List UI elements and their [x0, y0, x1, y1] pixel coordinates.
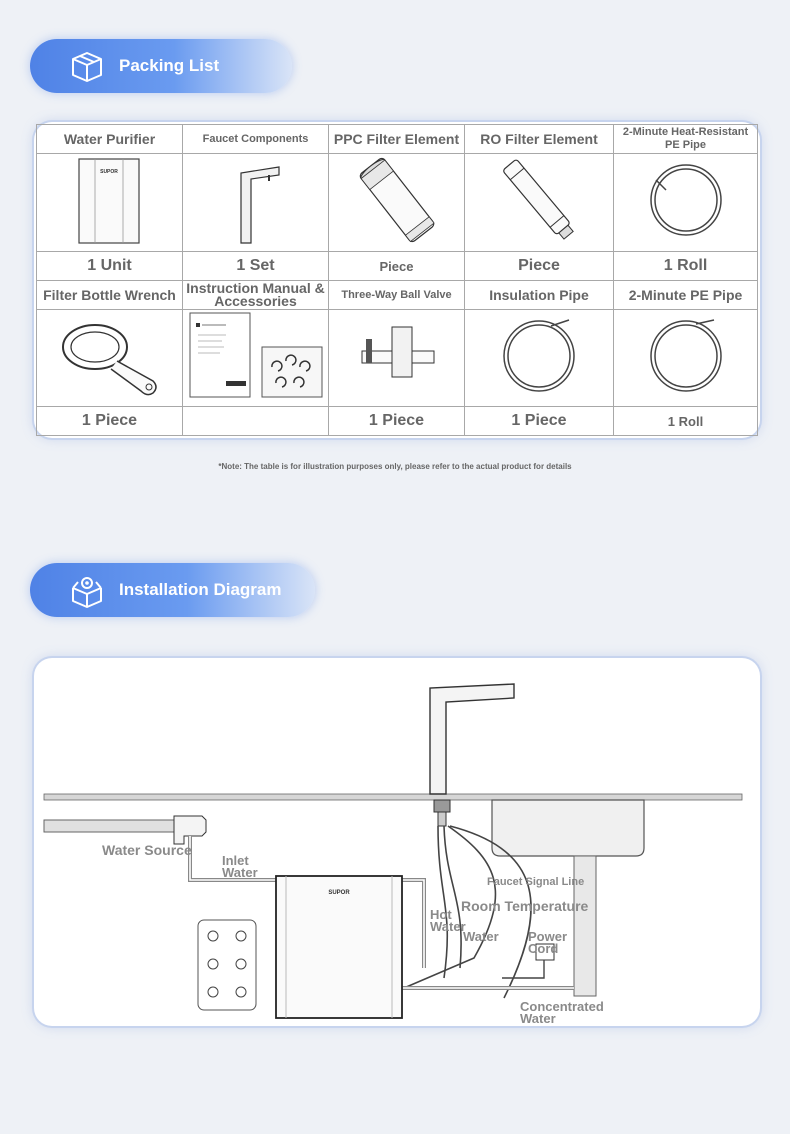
- faucet-base: [433, 799, 451, 813]
- purifier-icon: SUPOR: [77, 158, 140, 244]
- pe-pipe-2-image: [613, 309, 758, 407]
- packing-header-cell: 2-Minute Heat-Resistant PE Pipe: [613, 124, 758, 154]
- purifier-unit: [275, 875, 403, 1019]
- faucet-drawing: [429, 683, 515, 795]
- port-panel: [197, 919, 257, 1011]
- box-icon: [72, 52, 102, 82]
- manual-icon: [189, 312, 322, 397]
- countertop: [43, 793, 743, 801]
- qty-cell: 1 Roll: [613, 251, 758, 281]
- packing-header-cell: Filter Bottle Wrench: [36, 280, 183, 310]
- label-concentrated-water: Concentrated Water: [520, 999, 630, 1026]
- qty-cell: Piece: [328, 251, 465, 281]
- power-cord-text: Power Cord: [528, 929, 568, 956]
- pipe-coil-icon: [503, 318, 575, 392]
- packing-header-cell: Three-Way Ball Valve: [328, 280, 465, 310]
- sink: [491, 799, 645, 857]
- wrench-image: [36, 309, 183, 407]
- ro-filter-image: [464, 153, 614, 252]
- packing-header-cell: PPC Filter Element: [328, 124, 465, 154]
- label-room-temperature-water: Water: [463, 929, 499, 944]
- installation-card: SUPOR: [34, 658, 760, 1026]
- hot-water-text: Hot Water: [430, 907, 466, 934]
- installation-diagram: SUPOR: [43, 683, 743, 1019]
- purifier-brand: SUPOR: [100, 169, 118, 175]
- manual-image: [182, 309, 329, 407]
- power-outlet: [535, 943, 555, 961]
- qty-cell: 1 Piece: [328, 406, 465, 436]
- label-faucet-signal: Faucet Signal Line: [487, 876, 585, 888]
- source-valve: [173, 815, 207, 845]
- drain-pipe: [573, 855, 597, 997]
- label-room-temperature: Room Temperature: [461, 898, 589, 914]
- ppc-filter-icon: [359, 157, 435, 243]
- packing-header-cell: Insulation Pipe: [464, 280, 614, 310]
- pipe-coil-icon: [649, 318, 722, 392]
- packing-header-cell: 2-Minute PE Pipe: [613, 280, 758, 310]
- water-source-pipe: [43, 819, 175, 833]
- qty-cell: 1 Set: [182, 251, 329, 281]
- qty-cell: 1 Roll: [613, 406, 758, 436]
- concentrated-water-text: Concentrated Water: [520, 999, 604, 1026]
- qty-cell: 1 Piece: [464, 406, 614, 436]
- label-hot-water: Hot Water: [430, 907, 470, 934]
- packing-list-header: Packing List: [30, 39, 292, 93]
- insulation-pipe-image: [464, 309, 614, 407]
- installation-title: Installation Diagram: [119, 580, 282, 599]
- faucet-image: [182, 153, 329, 252]
- faucet-stem: [437, 811, 447, 827]
- ro-filter-icon: [503, 159, 574, 240]
- water-purifier-image: SUPOR: [36, 153, 183, 252]
- packing-header-cell: Instruction Manual & Accessories: [182, 280, 329, 310]
- packing-list-title: Packing List: [119, 56, 220, 75]
- faucet-icon: [239, 166, 280, 244]
- unit-brand: SUPOR: [328, 890, 350, 896]
- pipe-coil-icon: [649, 164, 722, 236]
- qty-cell: Piece: [464, 251, 614, 281]
- wrench-icon: [61, 323, 157, 395]
- label-inlet-water: Inlet Water: [222, 853, 270, 880]
- valve-icon: [361, 326, 434, 377]
- box-gear-icon: [72, 577, 102, 608]
- packing-note: *Note: The table is for illustration pur…: [218, 462, 572, 471]
- qty-cell: 1 Piece: [36, 406, 183, 436]
- packing-table: Water Purifier Faucet Components PPC Fil…: [36, 124, 758, 436]
- label-power-cord: Power Cord: [528, 929, 572, 956]
- packing-header-cell: Faucet Components: [182, 124, 329, 154]
- label-water-source: Water Source: [102, 842, 192, 858]
- qty-cell: 1 Unit: [36, 251, 183, 281]
- inlet-water-text: Inlet Water: [222, 853, 258, 880]
- packing-header-cell: Water Purifier: [36, 124, 183, 154]
- qty-cell: [182, 406, 329, 436]
- packing-header-cell: RO Filter Element: [464, 124, 614, 154]
- installation-header: Installation Diagram: [30, 563, 315, 617]
- ppc-filter-image: [328, 153, 465, 252]
- ball-valve-image: [328, 309, 465, 407]
- pe-pipe-image: [613, 153, 758, 252]
